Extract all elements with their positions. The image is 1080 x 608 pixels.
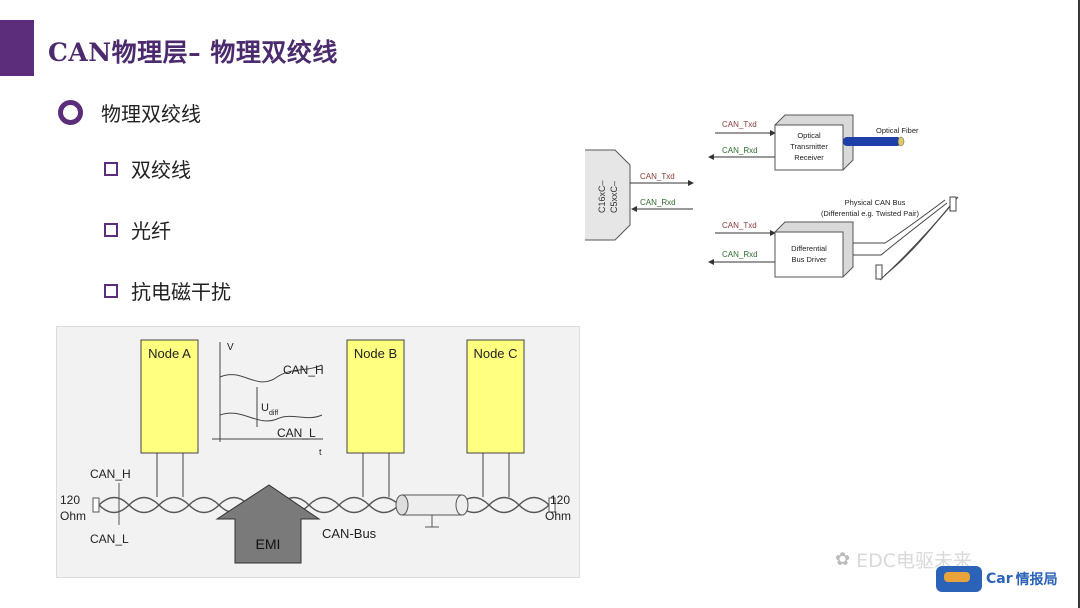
right-terminator [548, 497, 556, 513]
node-a: Node A [140, 339, 199, 454]
graph-can-l-label: CAN_L [277, 426, 316, 440]
diff-rxd-label: CAN_Rxd [722, 250, 758, 259]
node-connection-lines [156, 453, 510, 497]
optical-txd-label: CAN_Txd [722, 120, 757, 129]
can-bus-label: CAN-Bus [322, 526, 377, 541]
main-bullet-label: 物理双绞线 [101, 102, 201, 126]
optical-fiber-cable [843, 137, 901, 146]
sub-bullet-label: 抗电磁干扰 [131, 280, 231, 304]
node-c: Node C [466, 339, 525, 454]
svg-text:Node A: Node A [148, 346, 191, 361]
physical-bus-label: Physical CAN Bus [845, 198, 906, 207]
right-resistor-value: 120 [550, 493, 570, 507]
twisted-pair-bus [98, 496, 550, 514]
graph-can-h-label: CAN_H [283, 363, 324, 377]
chip-label-2: C5xxC– [609, 181, 619, 213]
differential-driver-box: Differential Bus Driver [774, 221, 854, 278]
chip-txd-label: CAN_Txd [640, 172, 675, 181]
svg-text:Node C: Node C [473, 346, 517, 361]
left-resistor-unit: Ohm [60, 509, 86, 523]
sub-bullet-fiber: 光纤 [104, 215, 171, 244]
brand-cn: 情报局 [1015, 572, 1058, 588]
brand-watermark: Car 情报局 [936, 566, 1058, 592]
sub-bullet-twisted-pair: 双绞线 [104, 154, 191, 183]
can-l-label: CAN_L [90, 532, 129, 546]
cable-shield [395, 494, 469, 528]
diff-txd-label: CAN_Txd [722, 221, 757, 230]
physical-bus-sublabel: (Differential e.g. Twisted Pair) [821, 209, 920, 218]
title-accent-bar [0, 20, 34, 76]
node-b: Node B [346, 339, 405, 454]
emi-arrow: EMI [215, 484, 321, 564]
graph-v-axis-label: V [227, 342, 234, 353]
graph-udiff-subscript: diff [269, 410, 278, 417]
sub-bullet-label: 光纤 [131, 219, 171, 243]
svg-text:Node B: Node B [354, 346, 397, 361]
optical-transceiver-box: Optical Transmitter Receiver [774, 114, 854, 171]
left-terminator [92, 497, 100, 513]
optical-rxd-label: CAN_Rxd [722, 146, 758, 155]
controller-chip: C16xC– C5xxC– [585, 149, 631, 241]
graph-udiff-label: U [261, 402, 269, 414]
transceiver-diagram: C16xC– C5xxC– CAN_Txd CAN_Rxd CAN_Txd CA… [585, 114, 959, 281]
ring-bullet-icon [58, 100, 83, 125]
svg-text:Optical: Optical [797, 131, 821, 140]
brand-en: Car [986, 571, 1013, 587]
svg-text:Bus Driver: Bus Driver [791, 255, 827, 264]
svg-text:EMI: EMI [256, 536, 281, 552]
graph-t-axis-label: t [319, 447, 322, 457]
slide-right-border [1078, 0, 1080, 608]
can-h-label: CAN_H [90, 467, 131, 481]
square-bullet-icon [104, 283, 118, 298]
wechat-icon: ✿ [835, 549, 851, 570]
sub-bullet-emi: 抗电磁干扰 [104, 276, 231, 305]
square-bullet-icon [104, 222, 118, 237]
voltage-graph [212, 342, 323, 442]
can-bus-diagram: Node A Node B Node C V t CAN_H CAN_L U d… [56, 326, 580, 578]
chip-rxd-label: CAN_Rxd [640, 198, 676, 207]
left-resistor-value: 120 [60, 493, 80, 507]
slide-title: CAN物理层– 物理双绞线 [48, 38, 338, 67]
fiber-end-icon [897, 136, 905, 147]
twisted-pair-wire [853, 196, 959, 281]
svg-text:Transmitter: Transmitter [790, 142, 828, 151]
sub-bullet-label: 双绞线 [131, 158, 191, 182]
right-resistor-unit: Ohm [545, 509, 571, 523]
optical-fiber-label: Optical Fiber [876, 126, 919, 135]
main-bullet: 物理双绞线 [58, 98, 201, 127]
svg-text:Receiver: Receiver [794, 153, 824, 162]
svg-text:Differential: Differential [791, 244, 827, 253]
square-bullet-icon [104, 161, 118, 176]
chip-label-1: C16xC– [597, 180, 607, 213]
car-logo-icon [936, 566, 982, 592]
